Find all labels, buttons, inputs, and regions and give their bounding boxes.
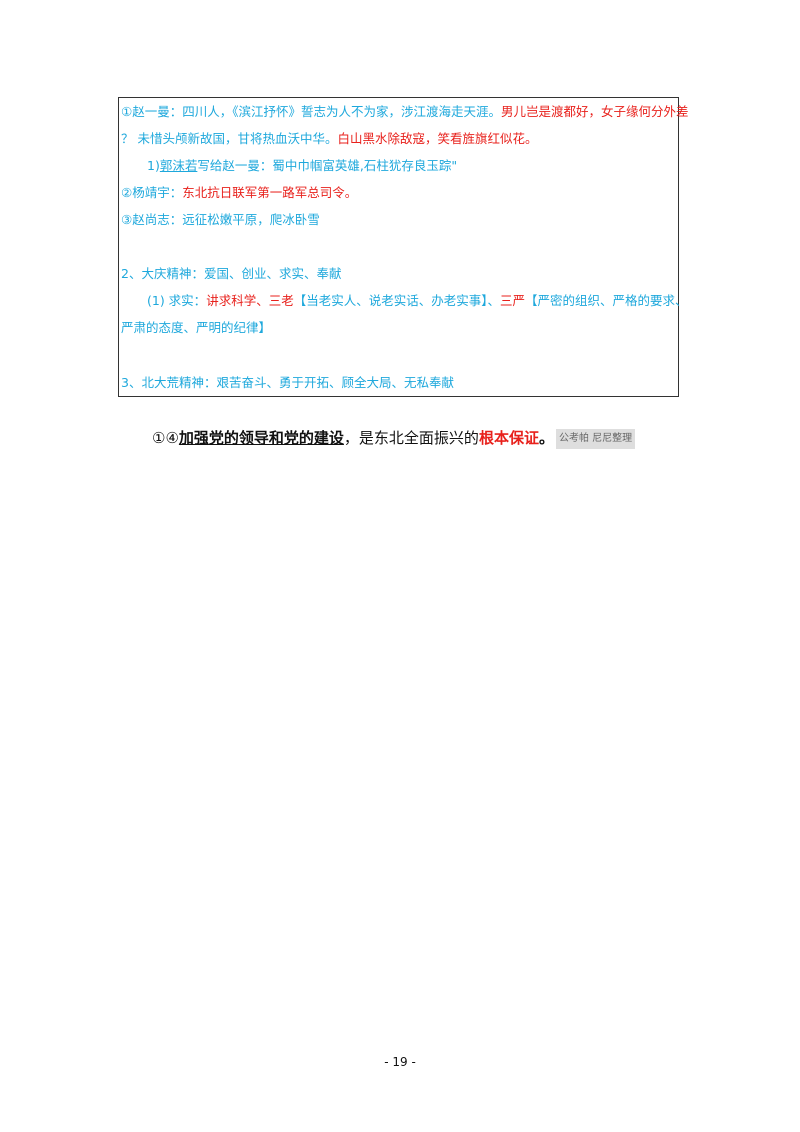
yang-jingyu-label: ②杨靖宇： — [121, 185, 183, 200]
conclusion-line: ①④加强党的领导和党的建设，是东北全面振兴的根本保证。公考帕 尼尼整理 — [152, 427, 636, 449]
daqing-spirit-text: 2、大庆精神：爱国、创业、求实、奉献 — [121, 266, 342, 281]
line-qiushi: (1) 求实：讲求科学、三老【当老实人、说老实话、办老实事】、三严【严密的组织、… — [147, 293, 688, 309]
line-guo-moruo: 1)郭沫若写给赵一曼：蜀中巾帼富英雄,石柱犹存良玉踪" — [147, 158, 457, 174]
sanyan-detail: 【严密的组织、严格的要求、 — [524, 293, 688, 308]
beidahuang-spirit-text: 3、北大荒精神：艰苦奋斗、勇于开拓、顾全大局、无私奉献 — [121, 375, 454, 390]
conclusion-emphasis: 根本保证 — [478, 429, 539, 447]
sanyan-continued-text: 严肃的态度、严明的纪律】 — [121, 320, 272, 335]
zhao-yiman-text: ①赵一曼：四川人，《滨江抒怀》誓志为人不为家，涉江渡海走天涯。 — [121, 104, 501, 119]
conclusion-key-phrase: 加强党的领导和党的建设 — [178, 429, 344, 447]
page-number: - 19 - — [384, 1055, 416, 1069]
qiushi-sanlao: 讲求科学、三老 — [206, 293, 294, 308]
conclusion-prefix: ①④ — [152, 429, 179, 447]
sanyan-label: 三严 — [499, 293, 525, 308]
notes-box: ①赵一曼：四川人，《滨江抒怀》誓志为人不为家，涉江渡海走天涯。男儿岂是渡都好，女… — [118, 97, 688, 397]
zhao-yiman-poem-red: 男儿岂是渡都好，女子缘何分外差 — [500, 104, 689, 119]
line-poem-continued: ？ 未惜头颅新故国，甘将热血沃中华。白山黑水除敌寇，笑看旌旗红似花。 — [121, 131, 538, 147]
guo-moruo-text: 写给赵一曼：蜀中巾帼富英雄,石柱犹存良玉踪" — [197, 158, 458, 173]
line-beidahuang-spirit: 3、北大荒精神：艰苦奋斗、勇于开拓、顾全大局、无私奉献 — [121, 375, 454, 391]
poem-continued-text: ？ 未惜头颅新故国，甘将热血沃中华。 — [121, 131, 338, 146]
conclusion-middle: ，是东北全面振兴的 — [343, 429, 479, 447]
line-daqing-spirit: 2、大庆精神：爱国、创业、求实、奉献 — [121, 266, 341, 282]
source-tag: 公考帕 尼尼整理 — [555, 429, 636, 449]
guo-moruo-number: 1) — [147, 158, 160, 173]
sanlao-detail: 【当老实人、说老实话、办老实事】、 — [293, 293, 500, 308]
zhao-shangzhi-text: ③赵尚志：远征松嫩平原，爬冰卧雪 — [121, 212, 320, 227]
line-yang-jingyu: ②杨靖宇：东北抗日联军第一路军总司令。 — [121, 185, 357, 201]
yang-jingyu-title: 东北抗日联军第一路军总司令。 — [182, 185, 358, 200]
conclusion-end: 。 — [538, 429, 554, 447]
line-sanyan-continued: 严肃的态度、严明的纪律】 — [121, 320, 271, 336]
qiushi-label: (1) 求实： — [147, 293, 207, 308]
line-zhao-yiman: ①赵一曼：四川人，《滨江抒怀》誓志为人不为家，涉江渡海走天涯。男儿岂是渡都好，女… — [121, 104, 688, 120]
line-zhao-shangzhi: ③赵尚志：远征松嫩平原，爬冰卧雪 — [121, 212, 320, 228]
poem-continued-red: 白山黑水除敌寇，笑看旌旗红似花。 — [337, 131, 538, 146]
guo-moruo-name: 郭沫若 — [159, 158, 198, 173]
